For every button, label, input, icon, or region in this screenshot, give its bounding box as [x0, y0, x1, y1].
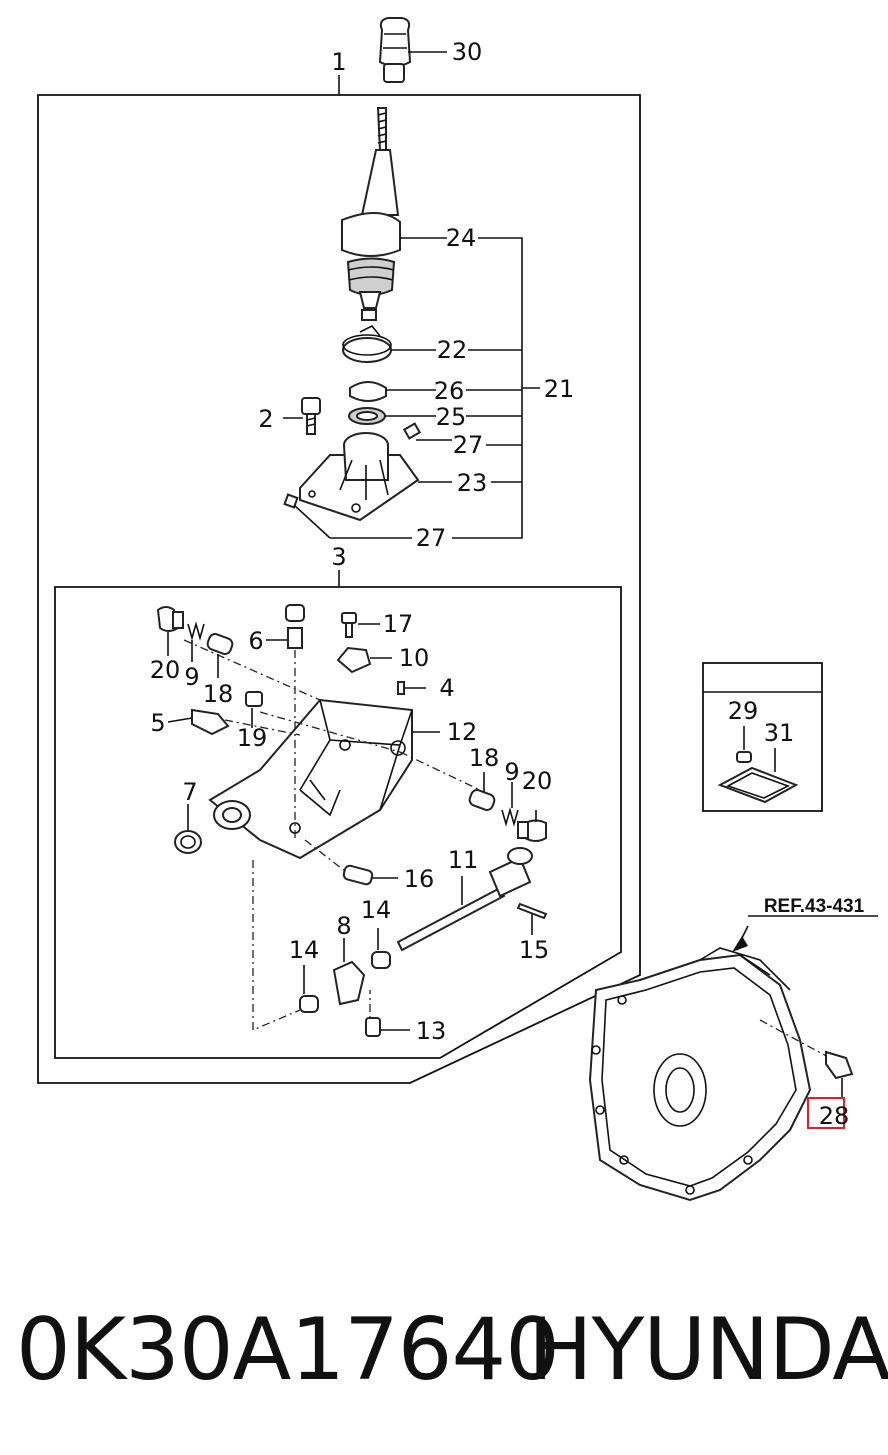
callout-27-top: 27 — [453, 431, 484, 459]
spring-clip-part — [342, 324, 436, 363]
callout-4: 4 — [439, 674, 454, 702]
ring-7-part — [174, 804, 202, 854]
spring-9-part — [187, 621, 519, 827]
callout-13: 13 — [416, 1017, 447, 1045]
pin-15-part — [516, 902, 548, 935]
callout-6: 6 — [248, 627, 263, 655]
callout-12: 12 — [447, 718, 478, 746]
callout-8: 8 — [336, 912, 351, 940]
callout-21: 21 — [544, 375, 575, 403]
callout-14-left: 14 — [289, 936, 320, 964]
callout-3: 3 — [331, 543, 346, 571]
callout-18-right: 18 — [469, 744, 500, 772]
callout-20-right: 20 — [522, 767, 553, 795]
shift-tower-part — [208, 698, 413, 860]
callout-28: 28 — [819, 1102, 850, 1130]
callout-23: 23 — [457, 469, 488, 497]
callout-30: 30 — [452, 38, 483, 66]
callout-2: 2 — [258, 405, 273, 433]
callout-18-left: 18 — [203, 680, 234, 708]
shift-shaft-11-part — [396, 847, 533, 952]
brand-name: HYUNDAI — [528, 1300, 888, 1400]
shift-lever-part — [341, 107, 447, 321]
callout-31: 31 — [764, 719, 795, 747]
callout-14-right: 14 — [361, 896, 392, 924]
callout-5: 5 — [150, 709, 165, 737]
callout-11: 11 — [448, 846, 479, 874]
callout-19: 19 — [237, 724, 268, 752]
callout-10: 10 — [399, 644, 430, 672]
callout-9-right: 9 — [504, 758, 519, 786]
callout-25: 25 — [436, 403, 467, 431]
callout-7: 7 — [182, 778, 197, 806]
assembly-1-frame — [37, 94, 641, 1084]
callout-22: 22 — [437, 336, 468, 364]
callout-16: 16 — [404, 865, 435, 893]
sensor-28-part — [825, 1050, 854, 1098]
callout-1: 1 — [331, 48, 346, 76]
highlight-box — [807, 1097, 845, 1129]
pin-16-part — [342, 864, 398, 886]
bushing-part — [349, 381, 436, 402]
callout-15: 15 — [519, 936, 550, 964]
callout-29: 29 — [728, 697, 759, 725]
nut-19-part — [245, 691, 263, 728]
callout-27-bottom: 27 — [416, 524, 447, 552]
assembly-3-frame — [54, 586, 622, 1059]
plug-20-part — [156, 606, 547, 842]
switch-5-part — [167, 708, 230, 736]
pin-18-part — [206, 633, 496, 811]
inset-box-29-31 — [702, 662, 823, 812]
bolt-17-part — [341, 612, 380, 638]
cover-31-part — [717, 748, 799, 804]
lever-housing-part — [299, 432, 452, 522]
nut-29-part — [736, 726, 752, 763]
screw-27-part — [283, 422, 452, 539]
lever-8-part — [332, 938, 366, 1006]
reference-label: REF.43-431 — [764, 896, 865, 917]
callout-26: 26 — [434, 377, 465, 405]
cap-6-part — [266, 604, 305, 649]
callout-9-left: 9 — [184, 663, 199, 691]
callout-17: 17 — [383, 610, 414, 638]
shift-knob-part — [378, 17, 447, 83]
bushing-14-part — [299, 928, 391, 1013]
seal-ring-part — [348, 407, 436, 425]
bolt-13-part — [365, 1017, 410, 1037]
bracket-21 — [452, 237, 540, 539]
part-number: 0K30A17640 — [16, 1300, 560, 1400]
bracket-10-part — [336, 646, 392, 674]
transmission-case — [588, 915, 878, 1202]
callout-labels: 1 2 3 4 5 6 7 8 9 9 10 11 12 13 14 14 15… — [150, 38, 865, 1130]
pin-4-part — [397, 681, 426, 695]
bolt-2-part — [283, 397, 321, 435]
caption: 0K30A17640 HYUNDAI — [0, 1300, 888, 1410]
callout-24: 24 — [446, 224, 477, 252]
callout-20-left: 20 — [150, 656, 181, 684]
